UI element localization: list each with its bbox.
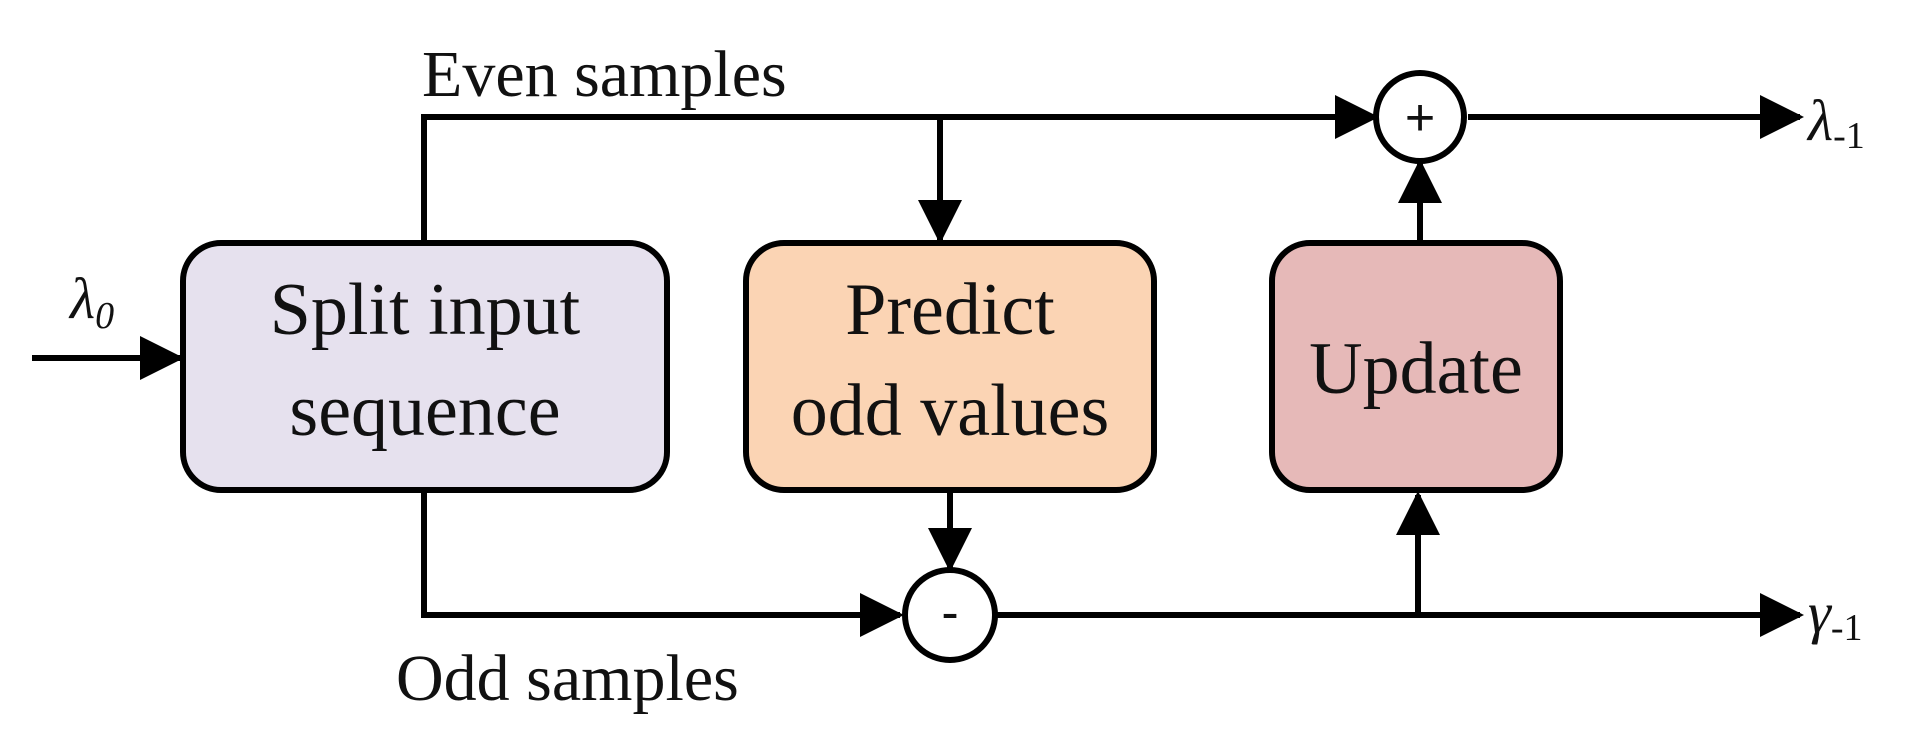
add-node-symbol: + <box>1405 89 1435 147</box>
split-block-line2: sequence <box>289 370 560 452</box>
output-gamma-symbol: γ <box>1808 580 1833 645</box>
predict-block-line1: Predict <box>845 269 1055 351</box>
even-samples-label: Even samples <box>422 38 787 111</box>
input-lambda-symbol: λ <box>68 266 95 331</box>
add-node-circle <box>1373 70 1467 164</box>
split-block-line1: Split input <box>270 269 581 351</box>
subtract-node: - <box>902 567 998 663</box>
even-samples-wire <box>421 95 1379 243</box>
split-block-box <box>180 240 670 493</box>
add-node: + <box>1373 70 1467 164</box>
odd-samples-wire <box>421 490 904 637</box>
input-lambda-subscript: 0 <box>95 295 114 337</box>
predict-block-line2: odd values <box>791 370 1110 452</box>
output-gamma-label: γ-1 <box>1808 580 1863 649</box>
input-lambda-label: λ0 <box>68 266 114 337</box>
output-lambda-label: λ-1 <box>1806 88 1865 157</box>
update-block: Update <box>1269 240 1563 493</box>
output-lambda-subscript: -1 <box>1833 115 1865 157</box>
odd-samples-label: Odd samples <box>396 642 739 715</box>
predict-block-box <box>743 240 1157 493</box>
update-block-box <box>1269 240 1563 493</box>
output-gamma-subscript: -1 <box>1831 607 1863 649</box>
predict-block: Predict odd values <box>743 240 1157 493</box>
subtract-node-circle <box>902 567 998 663</box>
update-block-label: Update <box>1309 328 1523 410</box>
subtract-node-symbol: - <box>941 584 958 642</box>
split-block: Split input sequence <box>180 240 670 493</box>
output-lambda-symbol: λ <box>1806 88 1833 153</box>
